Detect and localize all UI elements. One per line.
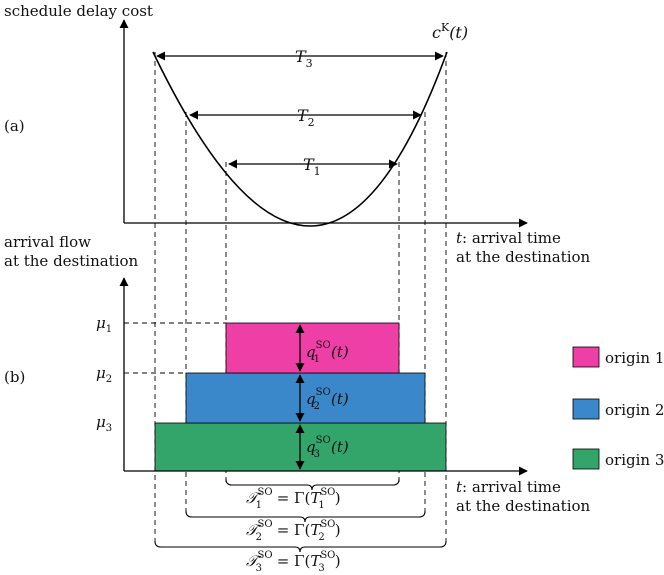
interval-label-t2: T2 [297,106,315,129]
mu-label-1: μ1 [96,314,112,335]
brace-origin-3 [154,540,447,553]
panel-b-x-axis-label-line2: at the destination [456,497,591,515]
dashed-guides [124,52,447,547]
legend-swatch-origin-3 [572,448,600,470]
legend-label-origin-1: origin 1 [605,349,664,367]
arrival-flow-label-line2: at the destination [4,252,139,270]
mu-label-2: μ2 [96,364,112,385]
panel-a-x-axis-label-line1: t: arrival time [456,229,561,247]
panel-a-x-axis-label-line2: at the destination [456,248,591,266]
brace-origin-1 [225,478,400,491]
brace-origin-2 [185,510,426,523]
flow-block-origin-1 [225,322,400,374]
legend-label-origin-3: origin 3 [605,451,664,469]
panel-b-x-axis-label-line1: t: arrival time [456,478,561,496]
schedule-delay-cost-label: schedule delay cost [4,2,153,20]
interval-label-t1: T1 [303,155,321,178]
curve-label: cK(t) [432,21,468,42]
legend-swatch-origin-1 [572,346,600,368]
interval-label-t3: T3 [295,47,313,70]
panel-a-label: (a) [4,117,25,135]
schedule-delay-cost-curve [152,51,448,227]
legend-label-origin-2: origin 2 [605,401,664,419]
panel-b: (b) arrival flow at the destination μ1 μ… [4,233,591,574]
mu-label-3: μ3 [96,413,112,434]
panel-a: (a) schedule delay cost cK(t) T3 T2 T1 t… [4,2,591,266]
legend-swatch-origin-2 [572,398,600,420]
panel-b-label: (b) [4,368,25,386]
arrival-flow-label-line1: arrival flow [4,233,91,251]
legend: origin 1 origin 2 origin 3 [572,346,664,470]
